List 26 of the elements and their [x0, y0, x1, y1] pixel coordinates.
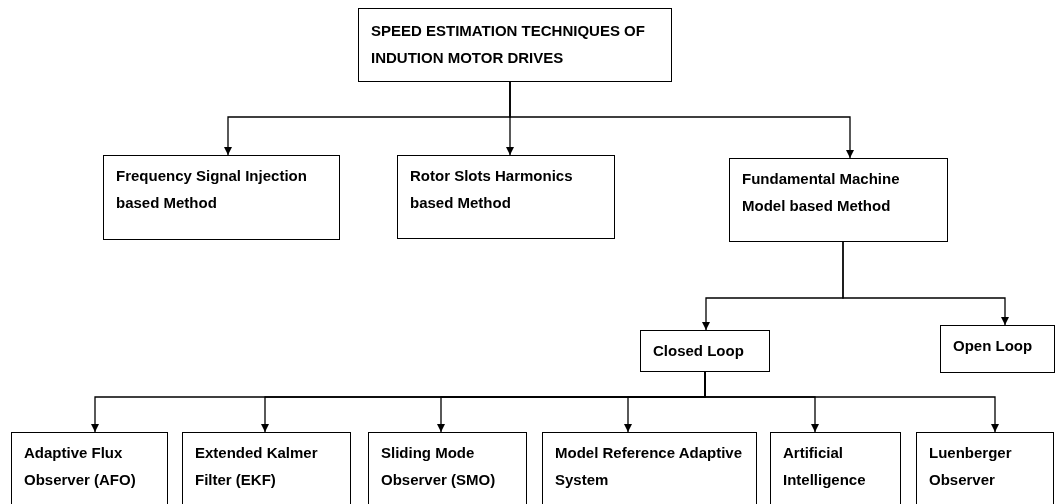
process-box	[368, 432, 527, 504]
process-box	[916, 432, 1054, 504]
process-box	[640, 330, 770, 372]
node-label: Fundamental Machine Model based Method	[742, 169, 901, 216]
process-box	[103, 155, 340, 240]
node-label: Extended Kalmer Filter (EKF)	[195, 443, 319, 490]
node-label: SPEED ESTIMATION TECHNIQUES OF INDUTION MOTOR DRIVES	[371, 21, 646, 68]
node-label: Luenberger Observer	[929, 443, 1013, 490]
node-label: Open Loop	[953, 336, 1034, 356]
process-box	[358, 8, 672, 82]
process-box	[940, 325, 1055, 373]
process-box	[397, 155, 615, 239]
node-label: Model Reference Adaptive System	[555, 443, 743, 490]
process-box	[11, 432, 168, 504]
node-label: Adaptive Flux Observer (AFO)	[24, 443, 137, 490]
node-label: Closed Loop	[653, 341, 745, 361]
node-label: Artificial Intelligence	[783, 443, 867, 490]
process-box	[182, 432, 351, 504]
process-box	[770, 432, 901, 504]
connector-arrow	[509, 81, 854, 159]
process-box	[729, 158, 948, 242]
node-label: Rotor Slots Harmonics based Method	[410, 166, 574, 213]
connector-arrow	[842, 241, 1009, 326]
node-label: Frequency Signal Injection based Method	[116, 166, 308, 213]
process-box	[542, 432, 757, 504]
node-label: Sliding Mode Observer (SMO)	[381, 443, 497, 490]
